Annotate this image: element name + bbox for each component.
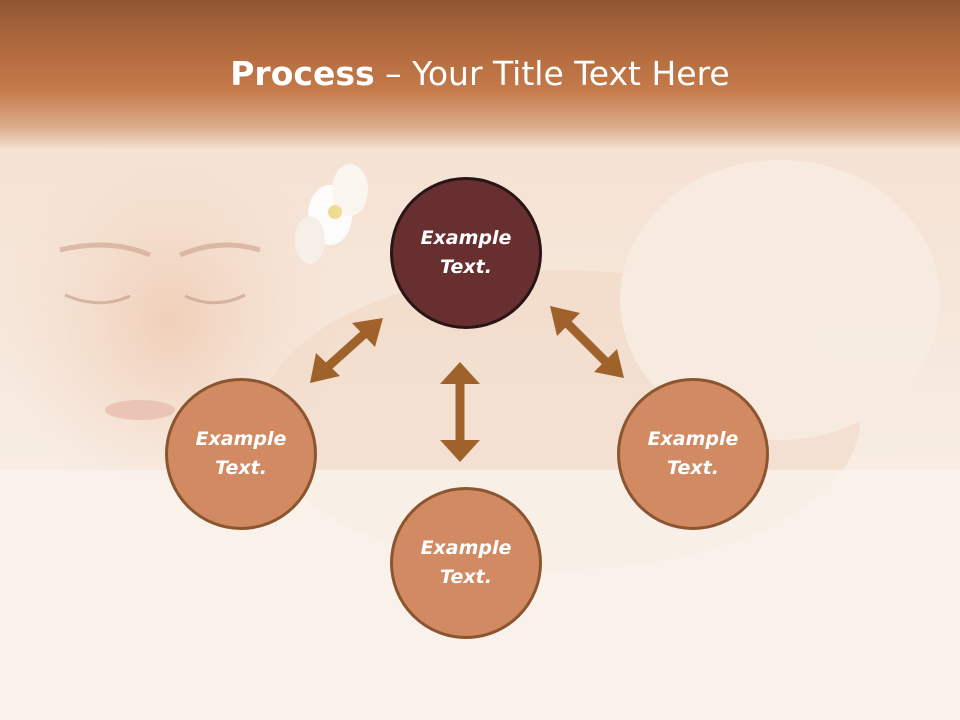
- process-node-right[interactable]: Example Text.: [617, 378, 769, 530]
- double-arrow-top-left: [310, 318, 383, 383]
- node-left-label: Example Text.: [195, 428, 287, 479]
- double-arrow-vertical: [440, 362, 480, 462]
- double-arrow-top-right: [550, 306, 624, 378]
- flower-image: [295, 164, 368, 264]
- node-top-label: Example Text.: [420, 227, 512, 278]
- node-right-label: Example Text.: [647, 428, 739, 479]
- slide-title: Process – Your Title Text Here: [0, 52, 960, 96]
- title-bold: Process: [230, 54, 375, 93]
- node-bottom-label: Example Text.: [420, 537, 512, 588]
- title-rest: – Your Title Text Here: [374, 54, 730, 93]
- process-node-bottom[interactable]: Example Text.: [390, 487, 542, 639]
- process-node-left[interactable]: Example Text.: [165, 378, 317, 530]
- title-banner: [0, 0, 960, 150]
- process-node-top[interactable]: Example Text.: [390, 177, 542, 329]
